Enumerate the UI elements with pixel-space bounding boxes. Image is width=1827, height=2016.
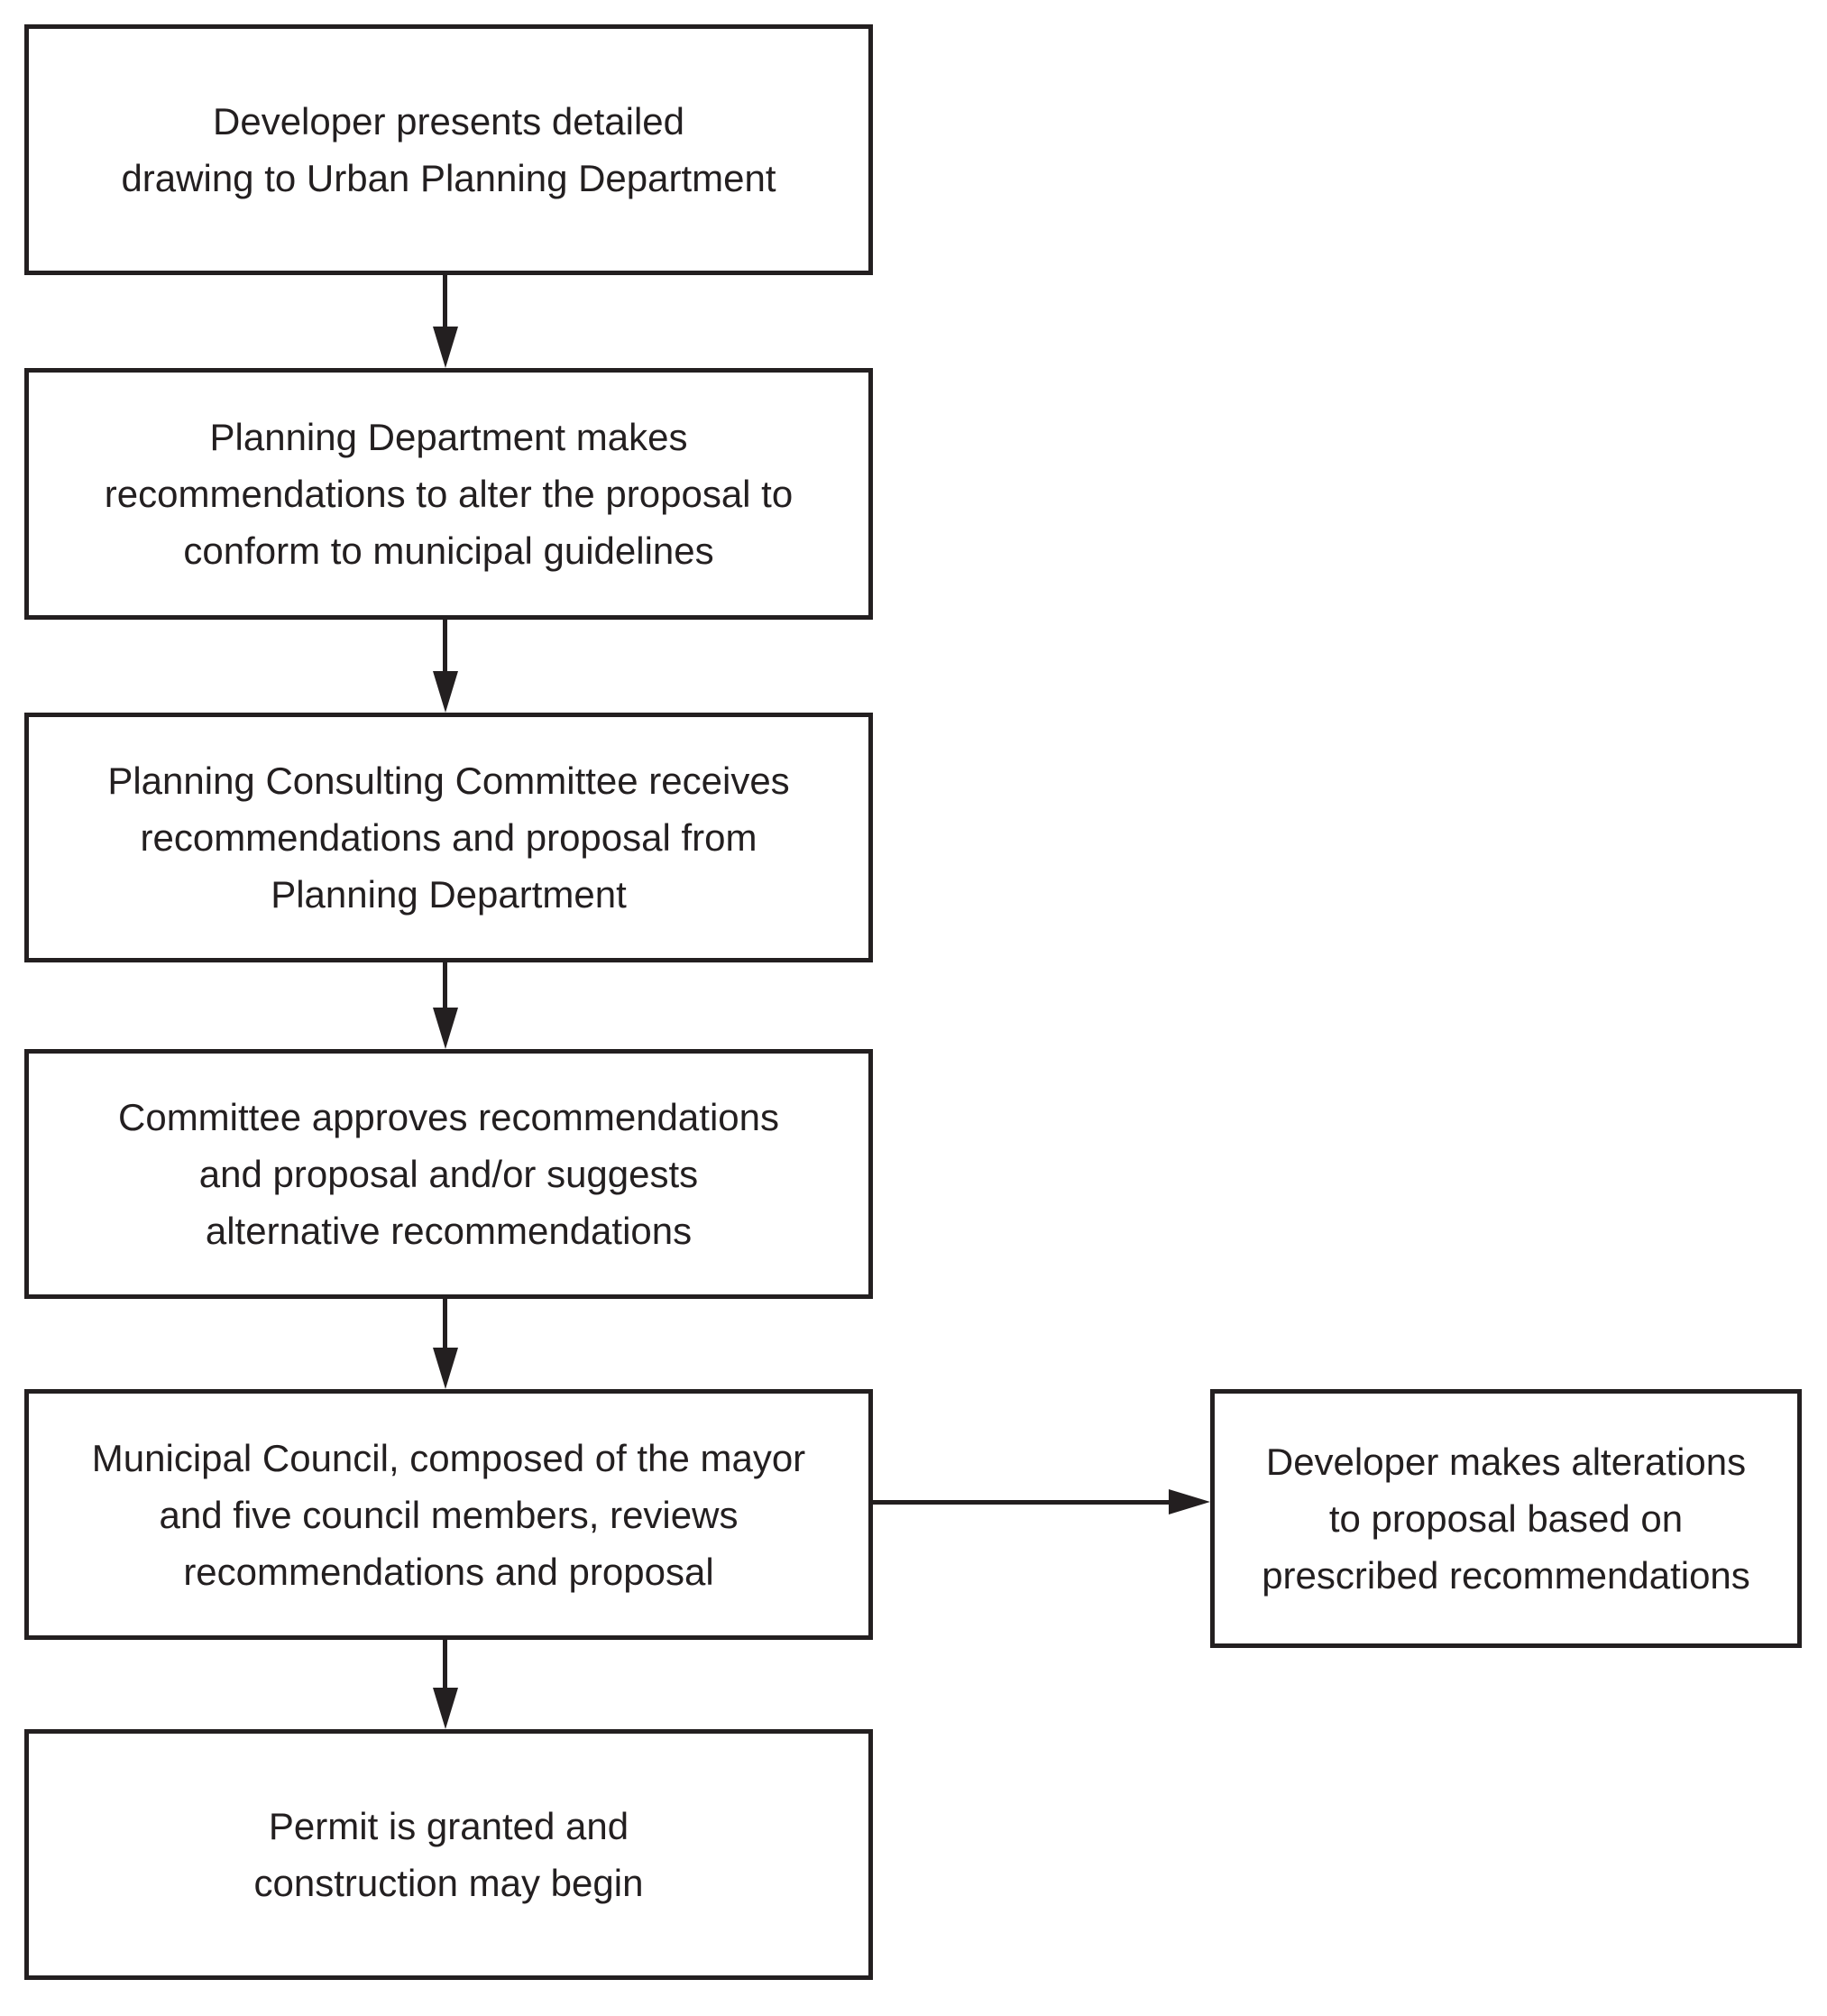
arrowhead-icon — [433, 1348, 458, 1389]
flow-box-line: recommendations and proposal from — [140, 816, 757, 859]
arrowhead-icon — [433, 1688, 458, 1729]
flow-box-line: Permit is granted and — [268, 1805, 629, 1847]
flow-box-line: and five council members, reviews — [159, 1493, 739, 1536]
arrowhead-icon — [1169, 1489, 1210, 1514]
flow-box-line: conform to municipal guidelines — [183, 529, 714, 572]
flow-box-line: recommendations to alter the proposal to — [104, 473, 794, 515]
flow-box-committee-approves: Committee approves recommendations and p… — [24, 1049, 873, 1299]
flow-box-line: recommendations and proposal — [183, 1550, 714, 1593]
arrowhead-icon — [433, 671, 458, 713]
flow-box-line: construction may begin — [253, 1862, 644, 1904]
flow-box-line: prescribed recommendations — [1262, 1554, 1750, 1597]
flow-box-line: to proposal based on — [1328, 1497, 1684, 1540]
arrow-shaft — [443, 1299, 447, 1351]
flow-box-line: Planning Department — [271, 873, 627, 916]
flow-box-permit-granted: Permit is granted and construction may b… — [24, 1729, 873, 1980]
arrow-shaft — [443, 275, 447, 331]
flow-box-line: alternative recommendations — [205, 1210, 693, 1252]
arrow-shaft — [443, 620, 447, 676]
flow-box-line: drawing to Urban Planning Department — [121, 157, 776, 199]
flow-box-council-reviews: Municipal Council, composed of the mayor… — [24, 1389, 873, 1640]
arrowhead-icon — [433, 1008, 458, 1049]
flow-box-line: Developer makes alterations — [1265, 1441, 1747, 1483]
flow-box-line: Planning Department makes — [209, 416, 688, 458]
flow-box-committee-receives: Planning Consulting Committee receives r… — [24, 713, 873, 962]
arrow-shaft — [443, 962, 447, 1012]
arrow-shaft — [443, 1640, 447, 1692]
flow-box-line: and proposal and/or suggests — [198, 1153, 699, 1195]
flow-box-line: Committee approves recommendations — [118, 1096, 779, 1138]
flow-box-present-drawing: Developer presents detailed drawing to U… — [24, 24, 873, 275]
flow-box-line: Developer presents detailed — [213, 100, 684, 143]
flow-box-department-recommendations: Planning Department makes recommendation… — [24, 368, 873, 620]
flow-box-line: Planning Consulting Committee receives — [107, 759, 790, 802]
flow-box-line: Municipal Council, composed of the mayor — [91, 1436, 806, 1479]
arrowhead-icon — [433, 327, 458, 368]
flow-box-developer-alterations: Developer makes alterations to proposal … — [1210, 1389, 1802, 1648]
arrow-shaft — [873, 1500, 1174, 1505]
